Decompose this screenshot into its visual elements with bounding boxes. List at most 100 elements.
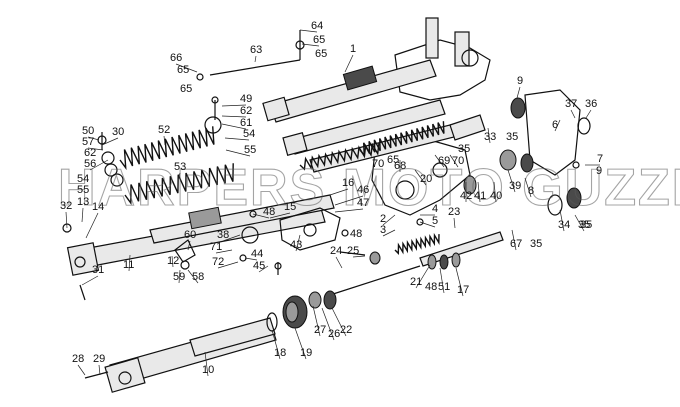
- part-label-39: 39: [509, 180, 521, 192]
- spring-low: [299, 142, 380, 171]
- part-label-48: 48: [425, 281, 437, 293]
- part-label-35: 35: [580, 219, 592, 231]
- leader-line-1: [344, 54, 354, 73]
- leader-line-31: [81, 275, 99, 286]
- leader-line-17: [455, 267, 464, 297]
- leader-line-24: [335, 256, 343, 269]
- part-label-65: 65: [177, 64, 189, 76]
- part-label-31: 31: [92, 264, 104, 276]
- leader-line-28: [77, 364, 86, 376]
- part-label-54: 54: [243, 128, 255, 140]
- part-label-59: 59: [173, 271, 185, 283]
- part-label-16: 16: [342, 177, 354, 189]
- part-label-20: 20: [420, 173, 432, 185]
- part-label-19: 19: [300, 347, 312, 359]
- leader-line-50: [87, 136, 100, 141]
- part-label-69: 69: [438, 155, 450, 167]
- part-label-14: 14: [92, 201, 104, 213]
- part-label-35: 35: [530, 238, 542, 250]
- part-label-23: 23: [448, 206, 460, 218]
- leader-line-23: [453, 217, 456, 229]
- leader-line-44: [244, 257, 258, 261]
- hardware: [62, 30, 580, 379]
- part-label-37: 37: [565, 98, 577, 110]
- part-label-29: 29: [93, 353, 105, 365]
- leader-line-56: [89, 159, 109, 171]
- leader-line-58: [187, 269, 199, 284]
- part-label-70: 70: [452, 155, 464, 167]
- leader-line-11: [128, 254, 131, 272]
- leader-line-40: [493, 181, 497, 203]
- part-label-53: 53: [174, 161, 186, 173]
- part-label-4: 4: [432, 203, 438, 215]
- leader-line-15: [269, 212, 291, 219]
- leader-line-59: [178, 269, 181, 284]
- leader-line-3: [382, 229, 396, 237]
- part-label-56: 56: [84, 158, 96, 170]
- leader-line-8: [524, 177, 532, 198]
- leader-line-5: [419, 221, 436, 228]
- part-label-41: 41: [474, 190, 486, 202]
- part-label-2: 2: [380, 213, 386, 225]
- part-label-42: 42: [460, 190, 472, 202]
- part-label-65: 65: [387, 154, 399, 166]
- leader-line-51: [439, 267, 445, 294]
- leader-line-35: [574, 214, 585, 232]
- part-label-22: 22: [340, 324, 352, 336]
- part-label-40: 40: [490, 190, 502, 202]
- part-label-35: 35: [506, 131, 518, 143]
- leader-line-43: [295, 234, 301, 252]
- leader-line-61: [221, 123, 247, 130]
- steering-head: [449, 89, 591, 216]
- leader-line-41: [477, 181, 481, 203]
- part-label-46: 46: [357, 184, 369, 196]
- part-label-55: 55: [77, 184, 89, 196]
- part-label-63: 63: [250, 44, 262, 56]
- part-label-7: 7: [597, 153, 603, 165]
- leader-line-71: [215, 249, 233, 254]
- part-label-67: 67: [510, 238, 522, 250]
- part-label-32: 32: [60, 200, 72, 212]
- part-label-13: 13: [77, 196, 89, 208]
- part-label-9: 9: [596, 165, 602, 177]
- part-label-28: 28: [72, 353, 84, 365]
- leader-line-45: [258, 265, 269, 273]
- leader-line-52: [163, 135, 166, 146]
- leader-line-27: [312, 305, 321, 337]
- part-label-66: 66: [170, 52, 182, 64]
- part-label-17: 17: [457, 284, 469, 296]
- leader-line-64: [299, 29, 318, 33]
- part-label-70: 70: [372, 158, 384, 170]
- part-label-21: 21: [410, 276, 422, 288]
- leader-line-19: [294, 327, 307, 360]
- part-label-30: 30: [112, 126, 124, 138]
- leader-line-20: [414, 169, 427, 186]
- leader-line-21: [415, 264, 431, 289]
- leader-line-9: [516, 86, 521, 99]
- part-label-1: 1: [350, 43, 356, 55]
- leader-line-16: [329, 188, 349, 196]
- part-label-71: 71: [210, 241, 222, 253]
- leader-line-32: [65, 211, 68, 229]
- leader-line-38: [222, 234, 241, 242]
- part-label-12: 12: [167, 255, 179, 267]
- leader-line-10: [204, 351, 209, 377]
- spring-53: [124, 163, 234, 206]
- leader-line-18: [271, 329, 281, 360]
- leader-line-12: [171, 255, 174, 268]
- lower-yoke: [371, 139, 471, 216]
- leader-line-72: [217, 261, 239, 269]
- leader-line-2: [382, 214, 396, 226]
- leader-line-6: [554, 119, 561, 132]
- leader-line-48: [252, 213, 270, 219]
- part-label-38: 38: [217, 229, 229, 241]
- upper-yoke: [394, 17, 491, 101]
- leader-line-66: [175, 63, 198, 73]
- leader-line-46: [334, 195, 364, 206]
- part-label-52: 52: [158, 124, 170, 136]
- part-label-68: 68: [394, 160, 406, 172]
- leader-line-55: [225, 149, 251, 157]
